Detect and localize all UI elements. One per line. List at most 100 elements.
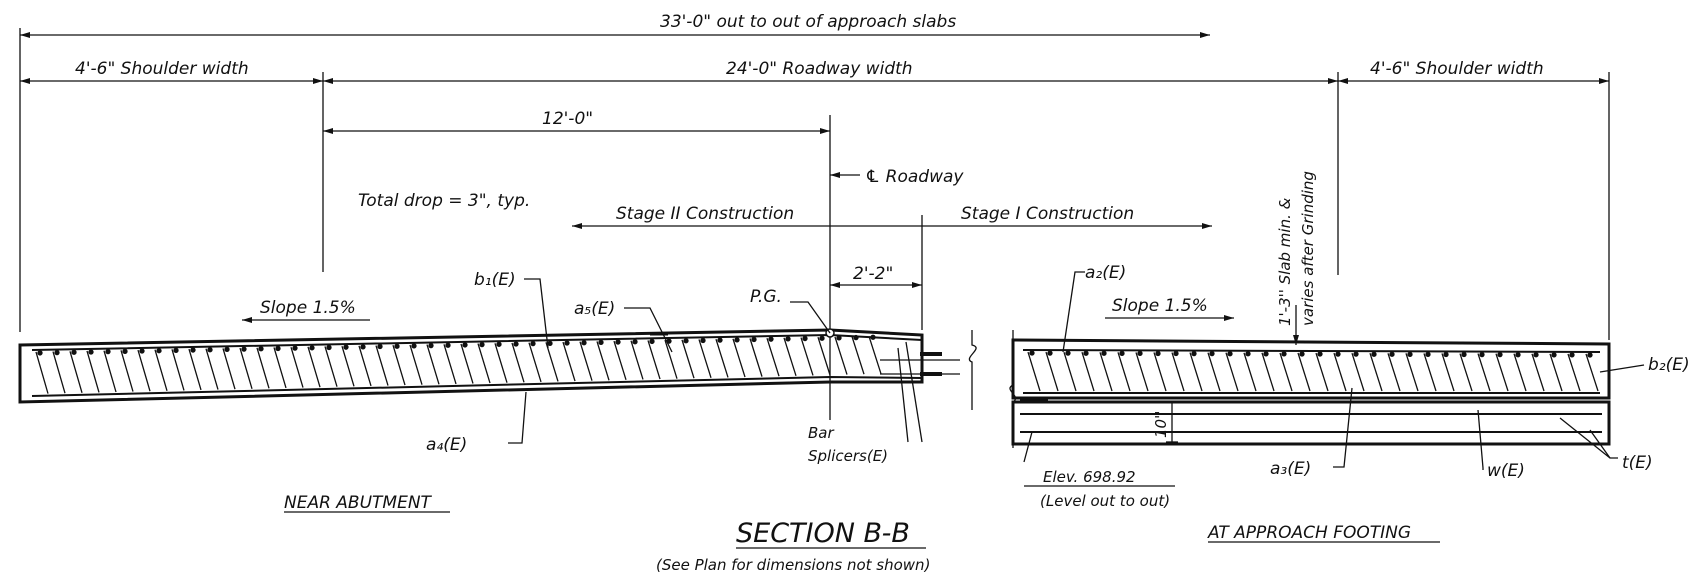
rebar-dot [802, 335, 808, 342]
rebar-dot [1389, 351, 1395, 357]
stage-2-label: Stage II Construction [616, 204, 794, 224]
stage-1-label: Stage I Construction [961, 204, 1134, 224]
rebar-dot [1227, 351, 1233, 357]
rebar-hatch [1207, 352, 1221, 392]
rebar-dot [870, 334, 876, 340]
rebar-dot [258, 346, 264, 352]
rebar-dot [615, 339, 621, 345]
rebar-hatch [1153, 352, 1167, 392]
rebar-hatch [834, 336, 848, 375]
rebar-hatch [1279, 352, 1293, 392]
rebar-hatch [1495, 353, 1509, 392]
rebar-hatch [154, 349, 168, 391]
rebar-dot [377, 343, 383, 350]
profile-grade-label: P.G. [750, 287, 782, 307]
total-drop-note: Total drop = 3", typ. [358, 191, 530, 211]
rebar-dot [734, 337, 740, 343]
rebar-hatch [1477, 353, 1491, 392]
rebar-dot [564, 340, 570, 346]
rebar-dot [1299, 351, 1305, 357]
rebar-hatch [392, 345, 406, 386]
slab-depth-label-2: varies after Grinding [1299, 171, 1317, 326]
rebar-dot [1065, 350, 1071, 356]
rebar-dot [479, 341, 485, 348]
rebar-dot [360, 344, 366, 350]
rebar-dot [326, 344, 332, 351]
rebar-hatch [120, 350, 134, 392]
rebar-hatch [69, 351, 83, 393]
rebar-hatch [528, 342, 542, 383]
rebar-dot [105, 348, 111, 355]
rebar-hatch [1369, 353, 1383, 392]
rebar-hatch [460, 343, 474, 384]
section-note: (See Plan for dimensions not shown) [656, 556, 930, 574]
rebar-hatch [222, 348, 236, 390]
note-labels: ℄ Roadway Total drop = 3", typ. Stage II… [260, 167, 1208, 510]
rebar-hatch [562, 341, 576, 382]
rebar-dot [241, 346, 247, 352]
offset-label: 2'-2" [853, 264, 893, 284]
rebar-hatch [1387, 353, 1401, 392]
rebar-dot [343, 344, 349, 350]
rebar-dot [1587, 352, 1593, 358]
rebar-hatch [494, 343, 508, 383]
rebar-dot [768, 336, 774, 342]
rebar-dot [1497, 351, 1503, 358]
left-shoulder-label: 4'-6" Shoulder width [75, 59, 249, 79]
rebar-hatch [579, 341, 593, 381]
rebar-dot [683, 338, 689, 344]
rebar-dot [1353, 351, 1359, 357]
rebar-hatch [35, 351, 49, 394]
rebar-dot [513, 341, 519, 347]
approach-footing-title: AT APPROACH FOOTING [1207, 523, 1411, 543]
rebar-dot [173, 347, 179, 354]
rebar-hatch [1459, 353, 1473, 392]
rebar-hatch [1027, 351, 1041, 392]
title-labels: NEAR ABUTMENT SECTION B-B (See Plan for … [284, 493, 1440, 574]
rebar-hatch [647, 340, 661, 380]
rebar-dot [462, 342, 468, 348]
rebar-hatch [1171, 352, 1185, 392]
near-abutment-slab [18, 328, 977, 410]
rebar-hatch [698, 339, 712, 379]
rebar-hatch [783, 337, 797, 377]
rebar-hatch [324, 346, 338, 387]
elevation-label: Elev. 698.92 [1043, 468, 1136, 486]
rebar-dot [700, 337, 706, 344]
bar-a3-label: a₃(E) [1270, 459, 1311, 479]
rebar-hatch [1315, 352, 1329, 392]
leaders [508, 271, 1645, 470]
bar-a2-label: a₂(E) [1085, 263, 1126, 283]
rebar-hatch [715, 338, 729, 378]
bar-a5-label: a₅(E) [574, 299, 615, 319]
rebar-hatch [426, 344, 440, 385]
rebar-hatch [664, 339, 678, 379]
rebar-dot [1029, 350, 1035, 356]
rebar-dot [1101, 350, 1107, 356]
rebar-dot [1533, 352, 1539, 358]
rebar-dot [275, 345, 281, 352]
rebar-dot [1569, 352, 1575, 358]
rebar-dot [1155, 350, 1161, 357]
rebar-dot [207, 347, 213, 353]
rebar-dot [1407, 351, 1413, 357]
rebar-hatch [409, 344, 423, 385]
rebar-hatch [137, 349, 151, 392]
rebar-hatch [1405, 353, 1419, 392]
rebar-dot [309, 345, 315, 351]
rebar-hatch [1117, 352, 1131, 392]
rebar-hatch [1441, 353, 1455, 392]
rebar-hatch [1099, 352, 1113, 392]
rebar-dot [581, 340, 587, 346]
rebar-hatch [749, 338, 763, 377]
centerline-label: ℄ Roadway [865, 167, 964, 187]
rebar-dot [547, 340, 553, 346]
bar-t-label: t(E) [1622, 453, 1653, 473]
near-abutment-title: NEAR ABUTMENT [284, 493, 433, 513]
rebar-dot [1137, 350, 1143, 357]
rebar-dot [1119, 350, 1125, 356]
rebar-dot [717, 337, 723, 343]
footing-depth-label: 10'' [1152, 411, 1170, 438]
rebar-hatch [52, 351, 66, 394]
